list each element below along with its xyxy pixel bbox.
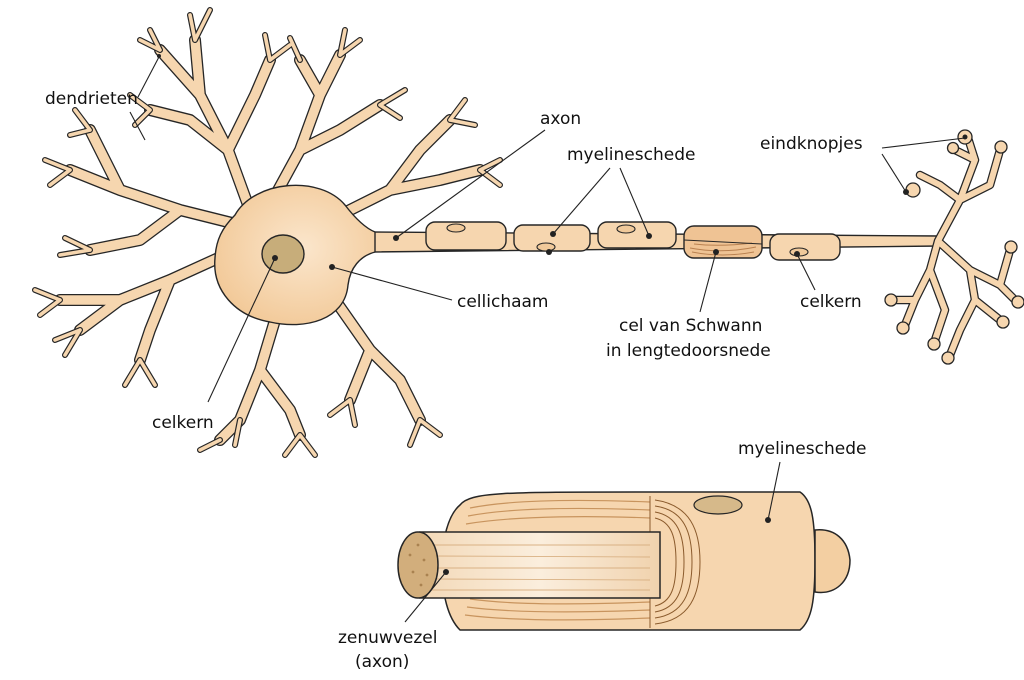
label-schwann-cell-line1: cel van Schwann [619,316,762,336]
label-nucleus-soma: celkern [152,413,214,433]
cell-body [214,184,399,326]
label-cell-body: cellichaam [457,292,549,312]
label-end-bulbs: eindknopjes [760,134,863,154]
label-myelin-sheath-detail: myelineschede [738,439,866,459]
labels: dendrieten axon myelineschede eindknopje… [45,89,866,672]
axon-terminals [884,129,1024,365]
leader-lines [129,54,966,623]
label-nerve-fiber-line1: zenuwvezel [338,628,437,648]
label-schwann-cell-line2: in lengtedoorsnede [606,341,771,361]
label-myelin-sheath: myelineschede [567,145,695,165]
myelin-segments [425,221,841,261]
label-axon: axon [540,109,581,129]
label-dendrites: dendrieten [45,89,138,109]
label-nerve-fiber-line2: (axon) [355,652,409,672]
dendrites [32,7,503,458]
myelin-detail [397,491,851,631]
label-nucleus-schwann: celkern [800,292,862,312]
cell-nucleus [261,234,305,274]
